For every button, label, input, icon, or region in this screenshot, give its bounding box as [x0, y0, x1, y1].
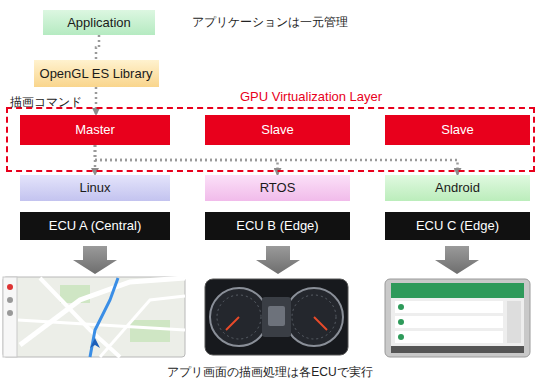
- box-label: Slave: [261, 122, 294, 138]
- box-label: Master: [75, 122, 115, 138]
- box-label: ECU B (Edge): [236, 218, 318, 234]
- gauge-needle: [314, 317, 327, 330]
- android-icon: [398, 319, 404, 325]
- map-park: [130, 320, 170, 342]
- gauge: [210, 288, 268, 346]
- map-icon: [7, 310, 13, 316]
- map-icon: [7, 284, 13, 290]
- note-label: アプリケーションは一元管理: [192, 14, 348, 30]
- ecu-box: ECU A (Central): [20, 212, 170, 240]
- slave-box: Slave: [385, 115, 530, 145]
- box-label: OpenGL ES Library: [40, 66, 153, 82]
- box-label: Android: [435, 180, 480, 196]
- down-arrow: [256, 246, 300, 274]
- ecu-box: ECU C (Edge): [385, 212, 530, 240]
- os-box: Linux: [20, 175, 170, 201]
- gauge: [285, 288, 343, 346]
- gauge-needle: [226, 317, 239, 330]
- android-row: [395, 331, 503, 343]
- box-label: Slave: [441, 122, 474, 138]
- map-screen: [3, 277, 185, 357]
- android-icon: [398, 334, 404, 340]
- box-label: Linux: [79, 180, 110, 196]
- android-header: [391, 283, 524, 298]
- application-box: Application: [43, 10, 155, 35]
- android-row: [395, 316, 503, 328]
- master-box: Master: [20, 115, 170, 145]
- box-label: RTOS: [260, 180, 296, 196]
- box-label: Application: [67, 15, 131, 31]
- map-route: [90, 278, 118, 357]
- caption: アプリ画面の描画処理は各ECUで実行: [0, 364, 540, 380]
- note-label: 描画コマンド: [10, 94, 82, 110]
- map-icon: [7, 297, 13, 303]
- slave-box: Slave: [205, 115, 350, 145]
- down-arrow: [73, 246, 117, 274]
- box-label: ECU A (Central): [49, 218, 141, 234]
- android-row: [395, 301, 503, 313]
- ecu-box: ECU B (Edge): [205, 212, 350, 240]
- android-icon: [398, 304, 404, 310]
- android-navbar: [391, 346, 524, 353]
- os-box: Android: [385, 175, 530, 201]
- dotted-connector: [96, 35, 99, 60]
- map-road: [40, 278, 120, 357]
- map-sidebar: [3, 277, 17, 357]
- android-side: [507, 301, 521, 343]
- library-box: OpenGL ES Library: [34, 60, 159, 87]
- map-road: [20, 278, 185, 345]
- center-display: [262, 297, 291, 337]
- gauge-ticks: [292, 295, 336, 339]
- android-display: [391, 283, 524, 353]
- virtualization-layer: GPU Virtualization LayerMaster Slave Slave: [6, 88, 535, 172]
- android-screen: [385, 279, 530, 357]
- gauge-ticks: [217, 295, 261, 339]
- down-arrow: [435, 246, 479, 274]
- map-road: [18, 320, 185, 330]
- center-display: [268, 306, 285, 326]
- cluster-screen: [205, 279, 348, 355]
- os-box: RTOS: [205, 175, 350, 201]
- dotted-connector: [95, 87, 98, 115]
- layer-title: GPU Virtualization Layer: [240, 88, 535, 106]
- map-cursor: [90, 338, 100, 348]
- box-label: ECU C (Edge): [416, 218, 499, 234]
